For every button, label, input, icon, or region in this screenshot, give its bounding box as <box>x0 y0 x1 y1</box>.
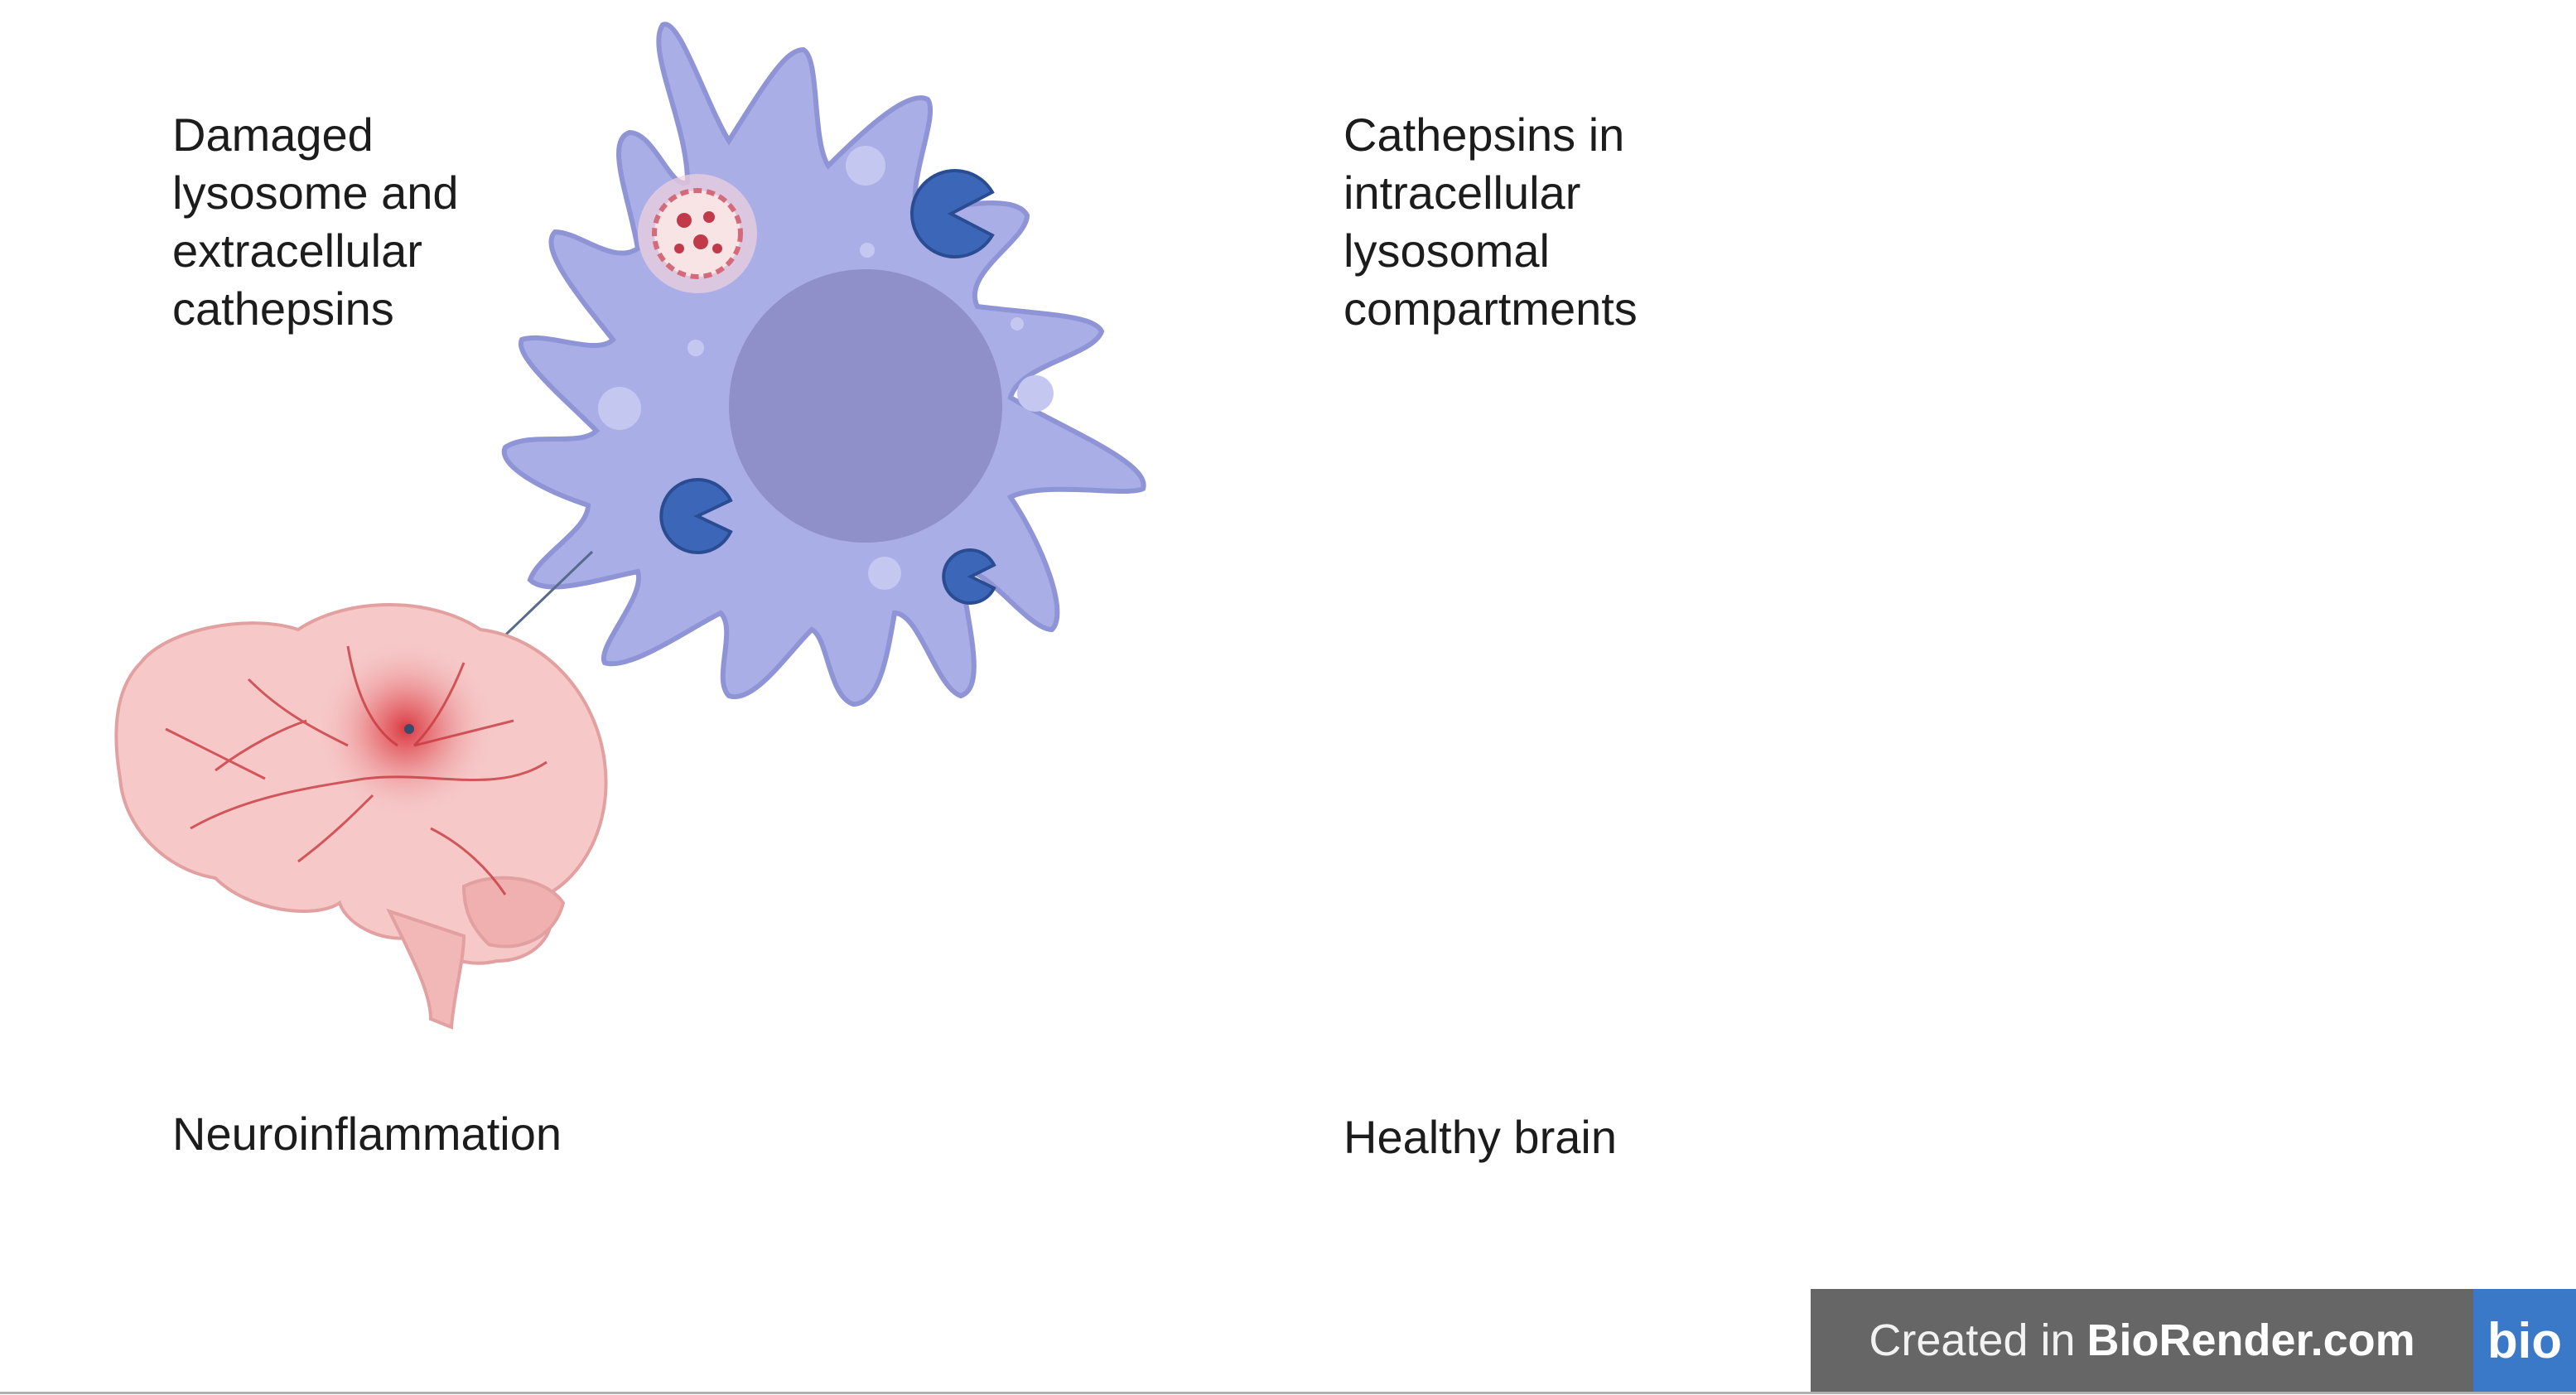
vesicle <box>846 146 885 186</box>
vesicle <box>860 243 875 258</box>
left-brain-label: Neuroinflammation <box>172 1108 562 1160</box>
right-cell-label-line: intracellular <box>1343 167 1581 219</box>
brain-inflamed <box>114 603 608 1030</box>
left-cell-label-line: lysosome and <box>172 167 459 219</box>
left-cell-label-line: extracellular <box>172 224 422 277</box>
cathepsin-icon <box>909 169 995 258</box>
right-cell-label-line: compartments <box>1343 282 1638 335</box>
right-cell-label: Cathepsins in intracellular lysosomal co… <box>1343 106 1638 338</box>
badge-brand: BioRender.com <box>2086 1315 2415 1365</box>
damaged-lysosome <box>638 174 757 293</box>
vesicle <box>1017 375 1054 412</box>
vesicle <box>687 340 704 356</box>
biorender-logo-icon: bio <box>2473 1289 2576 1392</box>
right-cell-label-line: Cathepsins in <box>1343 109 1625 161</box>
left-cell-label: Damaged lysosome and extracellular cathe… <box>172 106 459 338</box>
nucleus-left <box>729 269 1002 543</box>
vesicle <box>1011 317 1024 331</box>
left-cell-label-line: Damaged <box>172 109 374 161</box>
cathepsin-icon <box>942 548 996 605</box>
badge-prefix: Created in <box>1869 1315 2076 1365</box>
cathepsin-icon <box>659 478 733 554</box>
left-cell-label-line: cathepsins <box>172 282 394 335</box>
vesicle <box>868 557 901 590</box>
right-brain-label: Healthy brain <box>1343 1111 1617 1163</box>
bottom-divider <box>0 1392 2576 1394</box>
right-cell-label-line: lysosomal <box>1343 224 1550 277</box>
vesicle <box>598 387 641 430</box>
left-panel <box>114 22 1146 1030</box>
